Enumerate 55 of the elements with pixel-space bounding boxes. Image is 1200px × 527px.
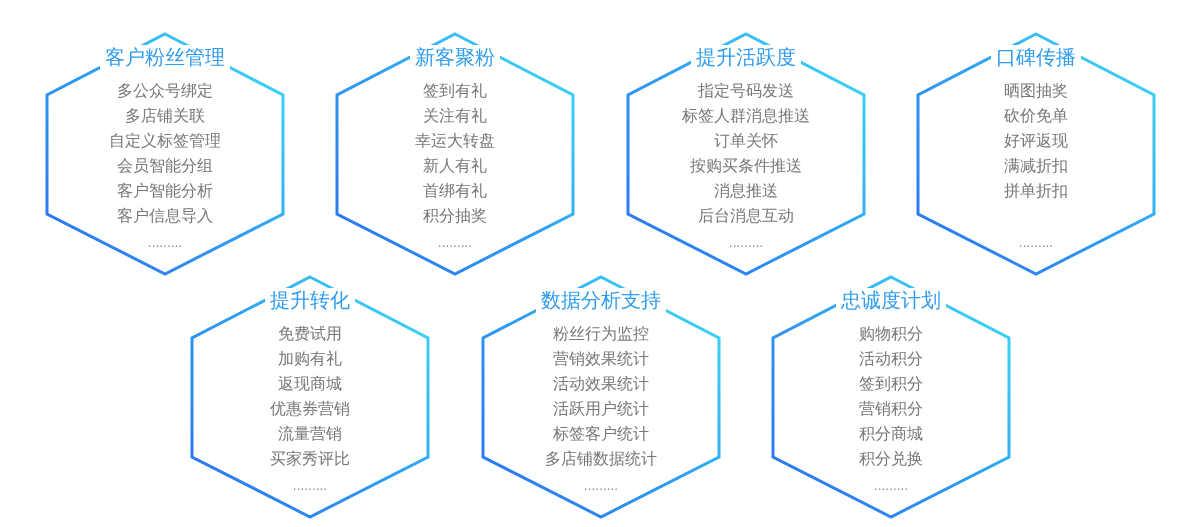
feature-item: 积分兑换 [858, 448, 924, 470]
ellipsis-text: ......... [436, 236, 474, 250]
hexagon-title: 提升活跃度 [695, 44, 797, 70]
feature-item: 客户信息导入 [116, 205, 214, 227]
hexagon-title: 口碑传播 [995, 44, 1077, 70]
feature-item: 购物积分 [858, 323, 924, 345]
ellipsis-text: ......... [291, 479, 329, 493]
feature-item: 按购买条件推送 [689, 155, 803, 177]
feature-item: 自定义标签管理 [108, 130, 222, 152]
feature-item: 订单关怀 [713, 130, 779, 152]
feature-item: 标签客户统计 [552, 423, 650, 445]
hexagon-title: 客户粉丝管理 [104, 44, 226, 70]
feature-item: 好评返现 [1003, 130, 1069, 152]
feature-item: 积分抽奖 [422, 205, 488, 227]
ellipsis-text: ......... [146, 236, 184, 250]
feature-item: 拼单折扣 [1003, 180, 1069, 202]
ellipsis-text: ......... [727, 236, 765, 250]
feature-item: 签到积分 [858, 373, 924, 395]
feature-item: 新人有礼 [422, 155, 488, 177]
feature-item: 标签人群消息推送 [681, 105, 811, 127]
feature-item: 会员智能分组 [116, 155, 214, 177]
feature-item: 积分商城 [858, 423, 924, 445]
feature-item: 幸运大转盘 [414, 130, 496, 152]
hexagon-title: 忠诚度计划 [840, 287, 942, 313]
hexagon-title: 新客聚粉 [414, 44, 496, 70]
feature-item: 免费试用 [277, 323, 343, 345]
feature-item: 关注有礼 [422, 105, 488, 127]
feature-item: 指定号码发送 [697, 80, 795, 102]
feature-item: 多店铺关联 [124, 105, 206, 127]
feature-item: 多公众号绑定 [116, 80, 214, 102]
feature-item: 返现商城 [277, 373, 343, 395]
feature-item: 营销效果统计 [552, 348, 650, 370]
hexagon-title: 提升转化 [269, 287, 351, 313]
feature-item: 粉丝行为监控 [552, 323, 650, 345]
feature-item: 砍价免单 [1003, 105, 1069, 127]
feature-item: 客户智能分析 [116, 180, 214, 202]
feature-item: 流量营销 [277, 423, 343, 445]
feature-item: 活动效果统计 [552, 373, 650, 395]
feature-item: 满减折扣 [1003, 155, 1069, 177]
feature-item: 营销积分 [858, 398, 924, 420]
feature-item: 消息推送 [713, 180, 779, 202]
feature-item: 优惠券营销 [269, 398, 351, 420]
feature-item: 活跃用户统计 [552, 398, 650, 420]
feature-item: 首绑有礼 [422, 180, 488, 202]
ellipsis-text: ......... [582, 479, 620, 493]
ellipsis-text: ......... [1017, 236, 1055, 250]
feature-item: 晒图抽奖 [1003, 80, 1069, 102]
feature-item: 活动积分 [858, 348, 924, 370]
ellipsis-text: ......... [872, 479, 910, 493]
feature-item: 多店铺数据统计 [544, 448, 658, 470]
feature-item: 买家秀评比 [269, 448, 351, 470]
feature-item: 后台消息互动 [697, 205, 795, 227]
feature-item: 加购有礼 [277, 348, 343, 370]
hexagon-title: 数据分析支持 [540, 287, 662, 313]
feature-item: 签到有礼 [422, 80, 488, 102]
